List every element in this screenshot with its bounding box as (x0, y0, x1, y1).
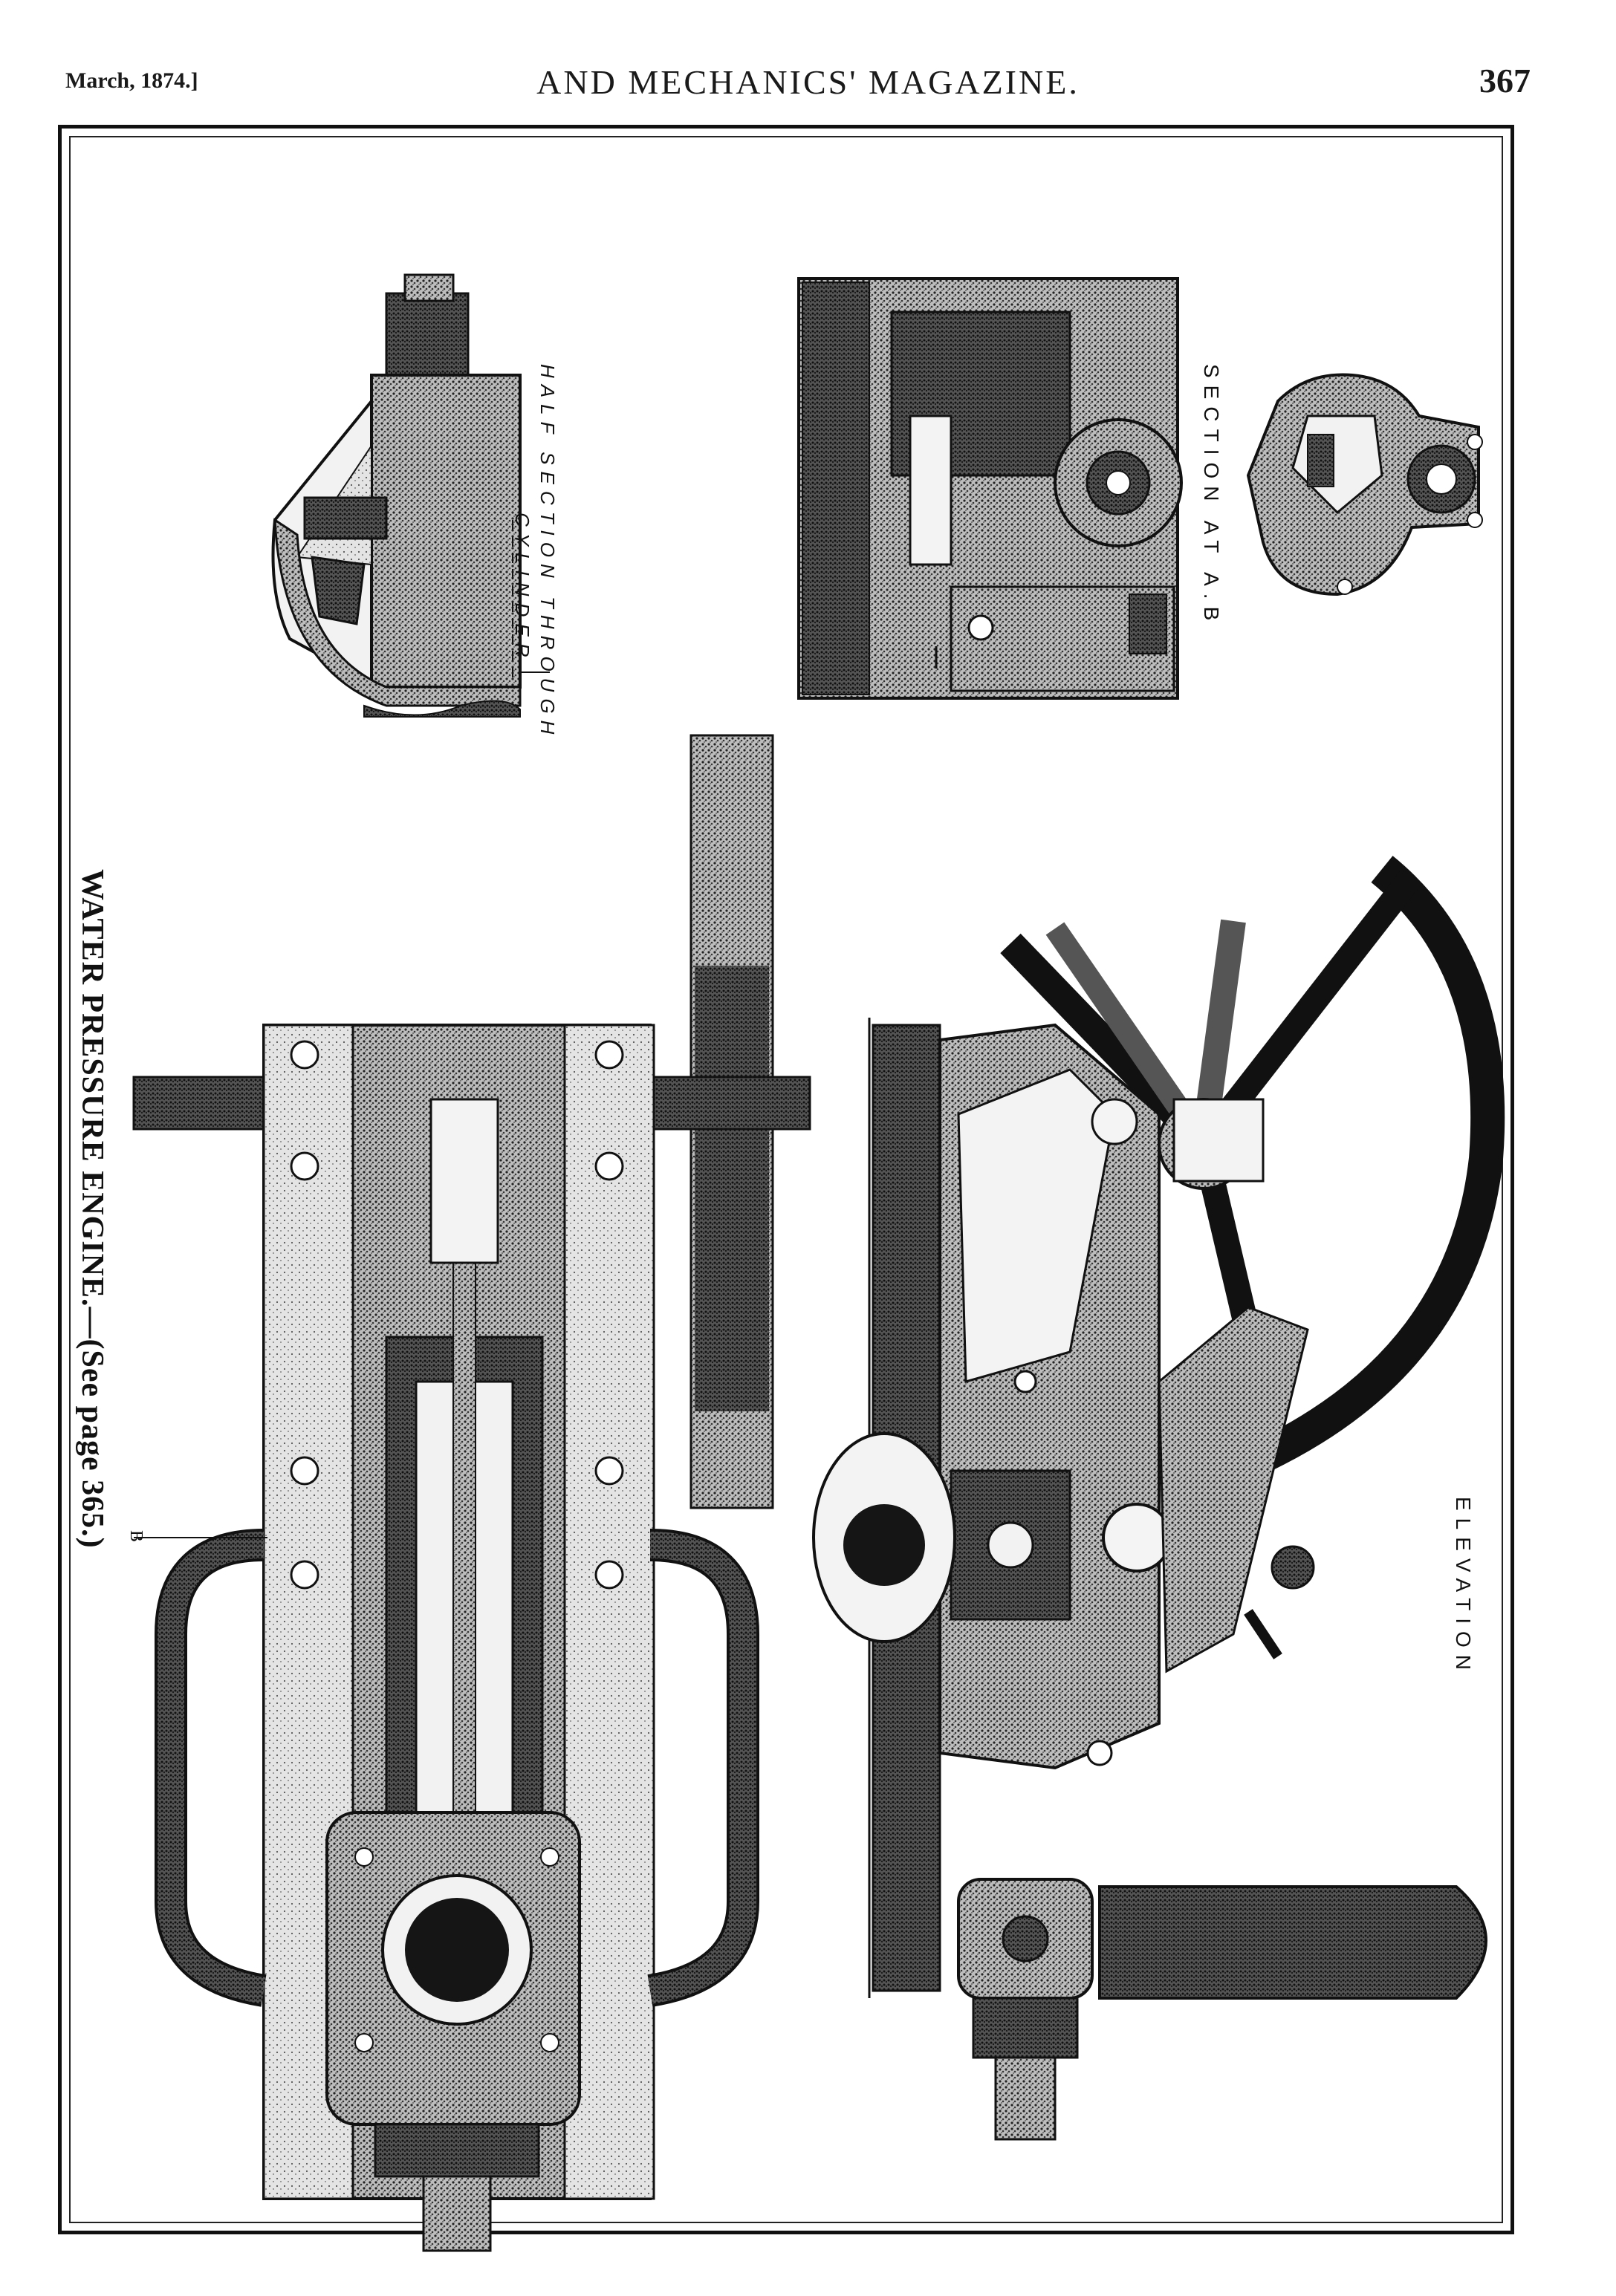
header-date: March, 1874.] (65, 68, 198, 93)
valve-cross-section-drawing (1246, 373, 1483, 596)
label-elevation: ELEVATION (1452, 1497, 1475, 1678)
figure-caption: WATER PRESSURE ENGINE.—(See page 365.) (75, 869, 109, 1549)
section-ab-drawing (797, 277, 1183, 700)
plan-view-drawing (132, 734, 811, 2252)
plate-inner-border (69, 136, 1503, 2223)
label-half-section: HALF SECTION THROUGH (536, 364, 559, 741)
engraving-plate-frame (58, 125, 1514, 2234)
running-title: AND MECHANICS' MAGAZINE. (536, 63, 1080, 101)
half-section-cylinder-drawing (271, 273, 550, 718)
label-section-ab: SECTION AT A.B (1200, 364, 1223, 628)
label-point-b: B (126, 1530, 146, 1543)
page-number: 367 (1479, 62, 1531, 100)
label-cylinder: CYLINDER (511, 513, 533, 664)
elevation-drawing (812, 856, 1505, 2141)
